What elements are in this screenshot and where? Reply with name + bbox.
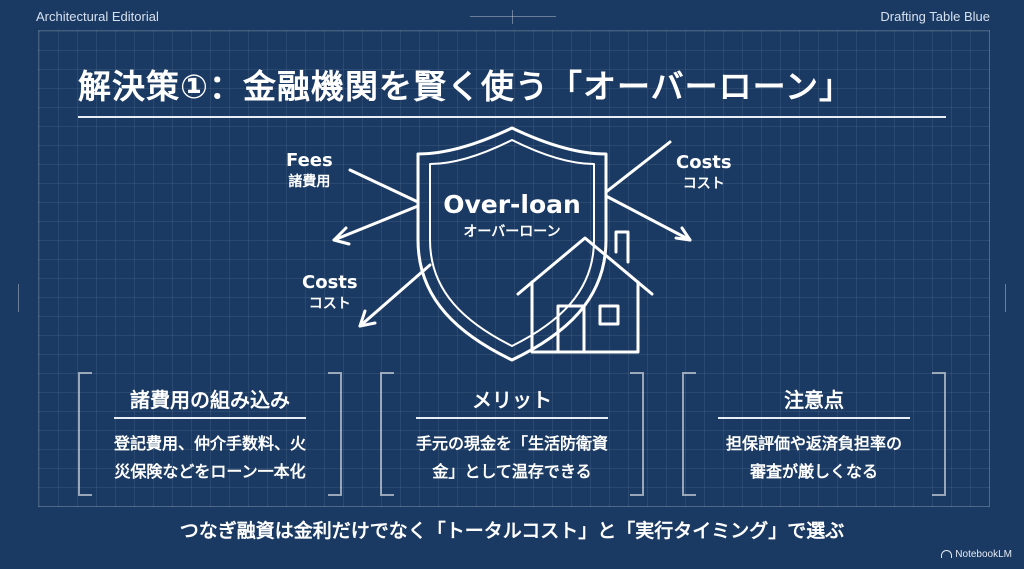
card-heading: メリット xyxy=(472,388,552,412)
brand-label: NotebookLM xyxy=(955,549,1012,560)
diagram-graphic xyxy=(332,126,692,362)
card-bracket-right xyxy=(932,372,946,496)
card-divider xyxy=(114,417,306,419)
fees-label: Fees 諸費用 xyxy=(286,150,333,191)
card-divider xyxy=(416,417,608,419)
fees-label-en: Fees xyxy=(286,150,333,171)
footer-caption: つなぎ融資は金利だけでなく「トータルコスト」と「実行タイミング」で選ぶ xyxy=(179,520,845,542)
card-body-line: 手元の現金を「生活防衛資 xyxy=(415,434,608,453)
card-merit: メリット 手元の現金を「生活防衛資 金」として温存できる xyxy=(380,372,644,496)
frame-mark-top xyxy=(470,16,556,17)
card-body-line: 審査が厳しくなる xyxy=(749,462,878,481)
card-body-line: 災保険などをローン一本化 xyxy=(114,462,306,481)
frame-mark-right xyxy=(1005,284,1006,312)
frame-mark-top-tick xyxy=(512,10,513,24)
center-label-en: Over-loan xyxy=(443,190,581,219)
page-title: 解決策①：金融機関を賢く使う「オーバーローン」 xyxy=(78,67,853,106)
card-body: 登記費用、仲介手数料、火 災保険などをローン一本化 xyxy=(102,430,318,486)
costs-bottom-label: Costs コスト xyxy=(302,272,358,313)
center-label-jp: オーバーローン xyxy=(463,224,561,240)
header-left-label: Architectural Editorial xyxy=(36,9,159,24)
card-divider xyxy=(718,417,910,419)
header-right-label: Drafting Table Blue xyxy=(880,9,990,24)
costs-right-label-jp: コスト xyxy=(682,176,725,192)
card-bracket-right xyxy=(630,372,644,496)
frame-mark-left xyxy=(18,284,19,312)
card-bracket-left xyxy=(682,372,696,496)
card-body: 手元の現金を「生活防衛資 金」として温存できる xyxy=(404,430,620,486)
card-heading: 注意点 xyxy=(784,388,844,412)
shield-icon xyxy=(416,126,608,362)
card-bracket-left xyxy=(78,372,92,496)
card-bracket-left xyxy=(380,372,394,496)
arrow-icon xyxy=(332,140,692,328)
fees-label-jp: 諸費用 xyxy=(288,174,331,190)
blueprint-grid xyxy=(38,30,990,507)
costs-bottom-label-en: Costs xyxy=(302,272,358,293)
costs-bottom-label-jp: コスト xyxy=(308,296,351,312)
costs-right-label: Costs コスト xyxy=(676,152,732,193)
card-caution: 注意点 担保評価や返済負担率の 審査が厳しくなる xyxy=(682,372,946,496)
card-body-line: 金」として温存できる xyxy=(432,462,592,481)
title-underline xyxy=(78,116,946,118)
card-bracket-right xyxy=(328,372,342,496)
notebooklm-icon xyxy=(941,550,953,558)
card-fees: 諸費用の組み込み 登記費用、仲介手数料、火 災保険などをローン一本化 xyxy=(78,372,342,496)
house-icon xyxy=(516,230,654,354)
card-body-line: 担保評価や返済負担率の xyxy=(725,434,902,453)
card-heading: 諸費用の組み込み xyxy=(130,388,290,412)
card-body-line: 登記費用、仲介手数料、火 xyxy=(113,434,306,453)
overloan-diagram: Fees 諸費用 Costs コスト Costs コスト Over-loan オ… xyxy=(250,120,770,370)
card-body: 担保評価や返済負担率の 審査が厳しくなる xyxy=(706,430,922,486)
brand-mark: NotebookLM xyxy=(941,549,1012,560)
costs-right-label-en: Costs xyxy=(676,152,732,173)
